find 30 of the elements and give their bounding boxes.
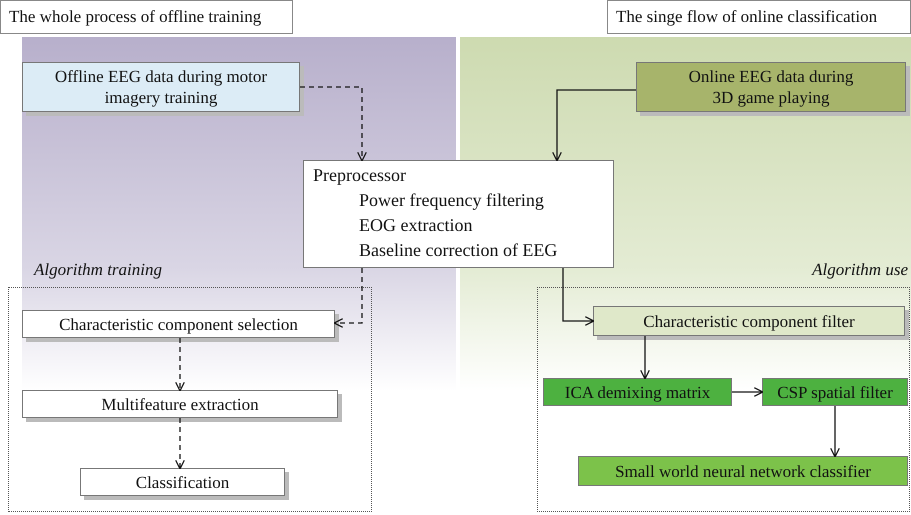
box-label: Classification (136, 472, 230, 492)
box-label: Offline EEG data during motor imagery training (54, 66, 268, 108)
arrow (300, 86, 368, 162)
box-label: Small world neural network classifier (615, 460, 871, 482)
box-label: Characteristic component selection (59, 314, 298, 334)
arrow (640, 336, 650, 380)
arrow (732, 386, 764, 398)
group-label: Algorithm use (812, 260, 908, 280)
arrow (333, 268, 363, 328)
preprocessor-box (303, 160, 614, 268)
arrow (830, 406, 840, 458)
group-label: Algorithm training (34, 260, 162, 280)
process-box (762, 378, 908, 406)
box-label: Multifeature extraction (101, 394, 259, 414)
arrow (562, 268, 595, 326)
process-box (543, 378, 732, 406)
box-label: Online EEG data during 3D game playing (688, 66, 854, 108)
list-item: EOG extraction (359, 215, 472, 236)
process-box (578, 456, 908, 486)
arrow (174, 418, 186, 470)
box-label: Characteristic component filter (643, 310, 855, 332)
list-item: Power frequency filtering (359, 190, 544, 211)
panel-title: The singe flow of online classification (607, 0, 911, 34)
arrow (174, 338, 186, 392)
box-label: ICA demixing matrix (564, 382, 710, 402)
panel-title: The whole process of offline training (0, 0, 293, 34)
list-item: Baseline correction of EEG (359, 240, 558, 261)
arrow (552, 89, 636, 162)
box-heading: Preprocessor (313, 165, 406, 186)
box-label: CSP spatial filter (777, 382, 893, 402)
